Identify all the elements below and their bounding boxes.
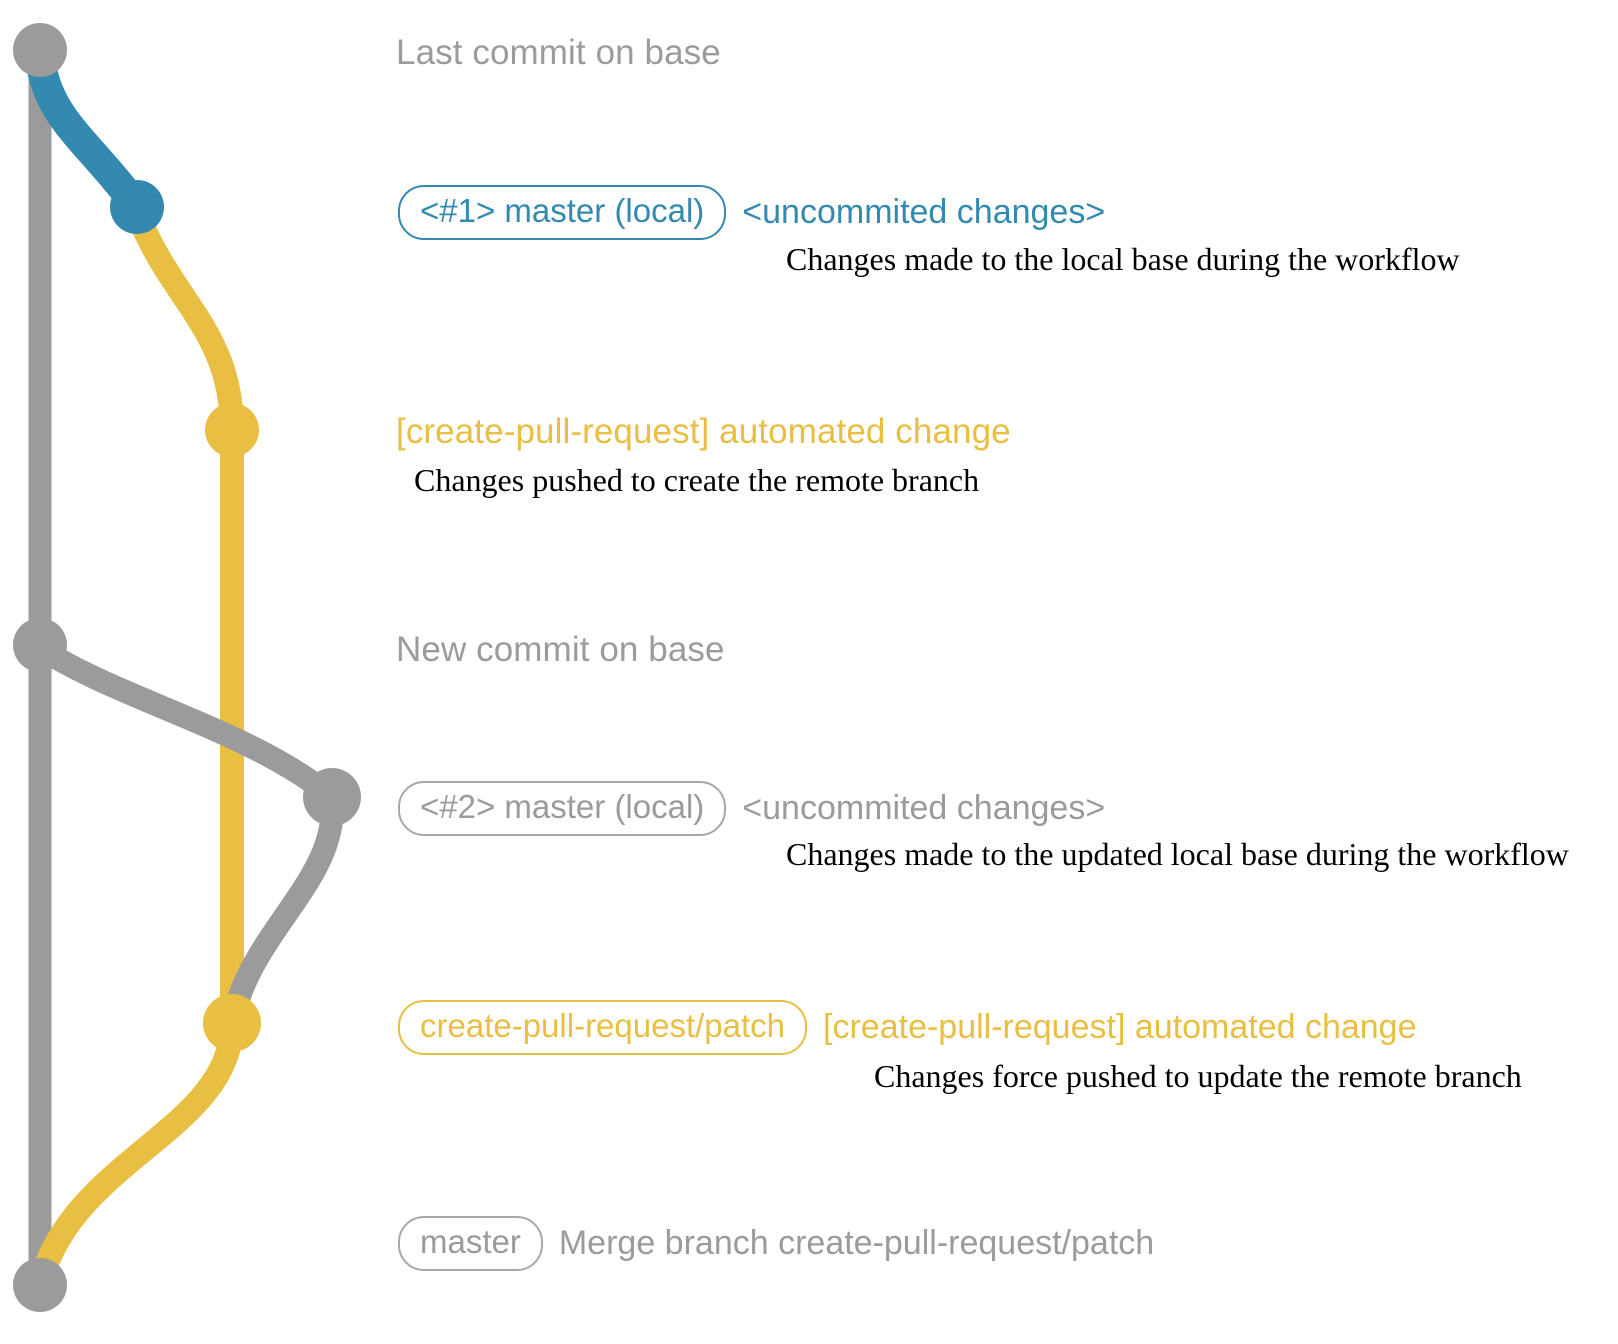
label-uncommited-changes-1: <uncommited changes> bbox=[742, 192, 1106, 231]
label-new-commit-on-base: New commit on base bbox=[396, 630, 725, 669]
label-automated-change-1: [create-pull-request] automated change bbox=[396, 412, 1011, 451]
local-commit-1-node[interactable] bbox=[110, 180, 164, 234]
label-automated-change-2: [create-pull-request] automated change bbox=[823, 1007, 1417, 1046]
chip-master-local-1[interactable]: <#1> master (local) bbox=[398, 185, 727, 240]
row-merge-commit: master Merge branch create-pull-request/… bbox=[398, 1216, 1154, 1271]
row-automated-change-2: create-pull-request/patch [create-pull-r… bbox=[398, 1000, 1417, 1055]
label-uncommited-changes-2: <uncommited changes> bbox=[742, 788, 1106, 827]
row-new-commit-on-base: New commit on base bbox=[396, 630, 725, 670]
blue-branch-line bbox=[25, 43, 152, 222]
desc-automated-change-2: Changes force pushed to update the remot… bbox=[874, 1058, 1522, 1094]
chip-create-pull-request-patch[interactable]: create-pull-request/patch bbox=[398, 1000, 808, 1055]
row-master-local-1: <#1> master (local) <uncommited changes> bbox=[398, 185, 1105, 240]
patch-commit-1-node[interactable] bbox=[205, 403, 259, 457]
label-merge-branch: Merge branch create-pull-request/patch bbox=[558, 1223, 1155, 1262]
row-last-commit-on-base: Last commit on base bbox=[396, 33, 721, 73]
base-head-node[interactable] bbox=[13, 23, 67, 77]
patch-merge-line bbox=[28, 1011, 244, 1297]
desc-master-local-2: Changes made to the updated local base d… bbox=[786, 836, 1569, 872]
chip-master[interactable]: master bbox=[398, 1216, 543, 1271]
local-branch-line-2 bbox=[28, 636, 344, 1035]
merge-commit-node[interactable] bbox=[13, 1258, 67, 1312]
desc-automated-change-1: Changes pushed to create the remote bran… bbox=[414, 462, 980, 498]
base-new-commit-node[interactable] bbox=[13, 618, 67, 672]
patch-commit-2-node[interactable] bbox=[203, 994, 261, 1052]
chip-master-local-2[interactable]: <#2> master (local) bbox=[398, 781, 727, 836]
desc-master-local-1: Changes made to the local base during th… bbox=[786, 241, 1460, 277]
row-automated-change-1: [create-pull-request] automated change bbox=[396, 412, 1011, 452]
row-master-local-2: <#2> master (local) <uncommited changes> bbox=[398, 781, 1105, 836]
label-last-commit-on-base: Last commit on base bbox=[396, 33, 721, 72]
patch-branch-line-1 bbox=[125, 200, 244, 1035]
local-commit-2-node[interactable] bbox=[303, 768, 361, 826]
